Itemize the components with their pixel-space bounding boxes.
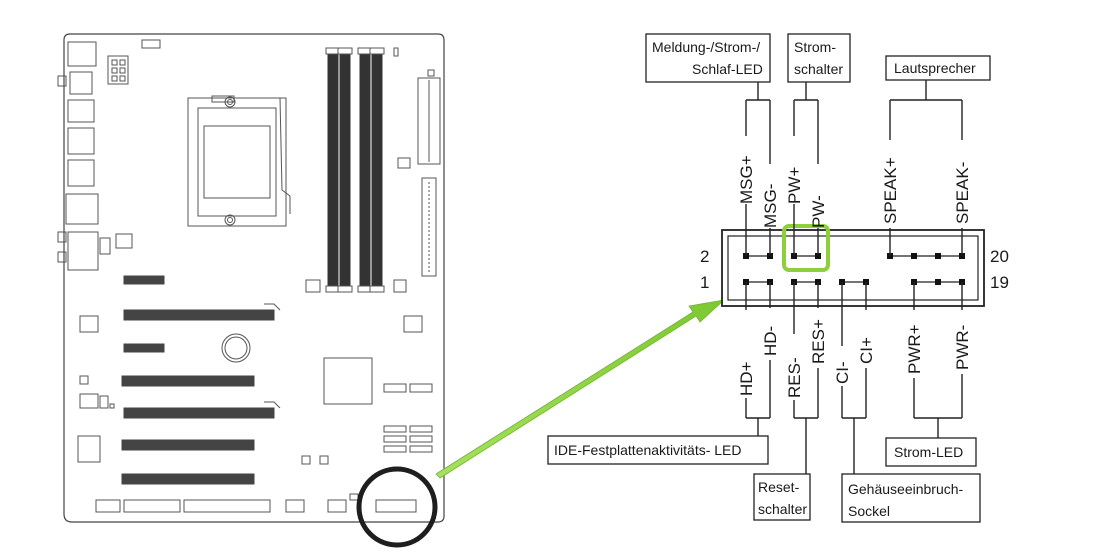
label-lautsprecher: Lautsprecher [894, 60, 976, 76]
pin-header [721, 224, 985, 307]
pin-label-hd-plus: HD+ [737, 361, 756, 396]
pin-label-res-minus: RES- [785, 357, 804, 398]
pin-label-msg-minus: MSG- [761, 184, 780, 228]
label-reset-line2: schalter [758, 501, 807, 517]
motherboard [57, 33, 445, 523]
pin-label-pwr-minus: PWR- [953, 325, 972, 370]
label-boxes [547, 33, 991, 523]
row-number-19: 19 [990, 273, 1009, 292]
label-strom-led: Strom-LED [894, 444, 963, 460]
pin-label-msg-plus: MSG+ [737, 155, 756, 204]
bottom-wires [745, 282, 963, 474]
pin-label-pw-minus: PW- [809, 195, 828, 228]
pin-label-res-plus: RES+ [809, 319, 828, 364]
row-number-2: 2 [700, 247, 709, 266]
label-ide-led: IDE-Festplattenaktivitäts- LED [554, 442, 742, 458]
label-stromschalter-line2: schalter [794, 61, 843, 77]
label-stromschalter-line1: Strom- [794, 39, 836, 55]
pin-label-pw-plus: PW+ [785, 167, 804, 204]
top-pin-labels: MSG+ MSG- PW+ PW- SPEAK+ SPEAK- [737, 155, 972, 228]
pointer-arrow [435, 299, 726, 479]
label-meldung-line1: Meldung-/Strom-/ [652, 39, 760, 55]
label-gehaeuse-line2: Sockel [848, 503, 890, 519]
pin-label-speak-plus: SPEAK+ [881, 157, 900, 224]
pin-label-ci-minus: CI- [833, 361, 852, 384]
pin-label-hd-minus: HD- [761, 326, 780, 356]
label-reset-line1: Reset- [758, 479, 800, 495]
label-gehaeuse-line1: Gehäuseeinbruch- [848, 481, 964, 497]
row-number-20: 20 [990, 247, 1009, 266]
power-switch-highlight [782, 224, 830, 272]
pin-label-pwr-plus: PWR+ [905, 324, 924, 374]
bottom-pin-labels: HD+ HD- RES- RES+ CI- CI+ PWR+ PWR- [737, 319, 972, 398]
top-wires [745, 80, 963, 256]
label-meldung-line2: Schlaf-LED [692, 61, 763, 77]
header-location-circle [356, 466, 438, 548]
pin-label-speak-minus: SPEAK- [953, 162, 972, 224]
pin-label-ci-plus: CI+ [857, 337, 876, 364]
row-number-1: 1 [700, 273, 709, 292]
